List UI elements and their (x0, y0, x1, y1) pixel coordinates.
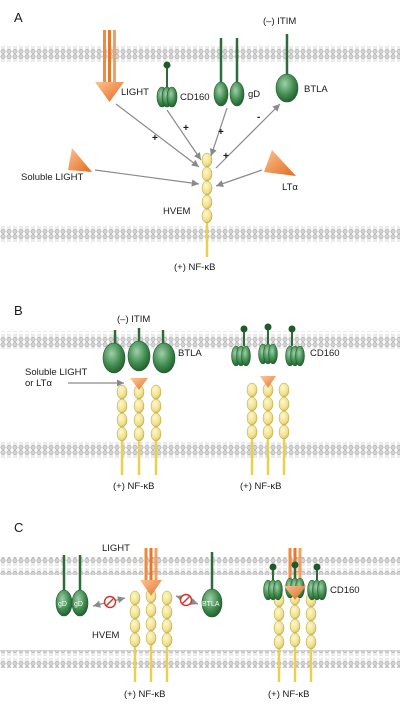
blocked-icon-right (175, 593, 199, 607)
panel-a-letter: A (14, 10, 23, 25)
light-label-a: LIGHT (121, 87, 149, 98)
btla-label-b: BTLA (178, 348, 202, 359)
lta-label-a: LTα (282, 182, 298, 193)
plus-cd160-a: + (183, 123, 189, 134)
membrane-b-bottom (0, 441, 400, 459)
btla-label-a: BTLA (304, 84, 328, 95)
membrane-a-bottom (0, 225, 400, 243)
gd-c (55, 555, 89, 617)
gd-right-label-c: gD (74, 601, 83, 608)
nfkb-right-c: (+) NF-κB (268, 689, 309, 700)
gd-label-a: gD (248, 89, 260, 100)
membrane-c-bottom (0, 650, 400, 668)
soluble-label-b-line2: or LTα (25, 378, 52, 389)
plus-gd-a: + (218, 127, 224, 138)
btla-a (275, 34, 299, 103)
membrane-c-top (0, 557, 400, 575)
light-label-c: LIGHT (102, 543, 130, 554)
itim-label-b: (–) ITIM (117, 314, 150, 325)
plus-light-a: + (152, 133, 158, 144)
lta-icon (264, 150, 296, 176)
btla-hvem-complex-b (102, 328, 176, 475)
hvem-label-c: HVEM (92, 630, 120, 641)
btla-c (201, 552, 223, 618)
membrane-a-top (0, 45, 400, 63)
panel-b-letter: B (14, 303, 23, 318)
hvem-a (201, 152, 213, 257)
btla-label-c: BTLA (202, 601, 220, 608)
cd160-a (156, 61, 178, 108)
cd160-light-hvem-complex-c (263, 548, 327, 682)
nfkb-right-b: (+) NF-κB (240, 481, 281, 492)
cd160-label-c: CD160 (330, 585, 360, 596)
nfkb-label-a: (+) NF-κB (174, 262, 215, 273)
membrane-b-top (0, 331, 400, 349)
light-hvem-complex-c (129, 548, 173, 682)
soluble-light-label-a: Soluble LIGHT (21, 172, 84, 183)
nfkb-left-b: (+) NF-κB (113, 481, 154, 492)
soluble-light-icon (68, 148, 92, 172)
minus-btla-a: - (257, 112, 260, 123)
soluble-label-b-line1: Soluble LIGHT (25, 367, 88, 378)
gd-left-label-c: gD (58, 601, 67, 608)
cd160-label-b: CD160 (310, 348, 340, 359)
plus-lta-a: + (223, 151, 229, 162)
cd160-hvem-complex-b (231, 323, 305, 475)
nfkb-left-c: (+) NF-κB (124, 689, 165, 700)
hvem-label-a: HVEM (163, 206, 191, 217)
blocked-icon-left (92, 595, 126, 609)
arrows-a (94, 103, 281, 188)
cd160-label-a: CD160 (180, 92, 210, 103)
light-trimer-a (95, 30, 124, 102)
itim-label-a: (–) ITIM (263, 16, 296, 27)
panel-c-letter: C (14, 520, 23, 535)
gd-a (213, 38, 245, 107)
